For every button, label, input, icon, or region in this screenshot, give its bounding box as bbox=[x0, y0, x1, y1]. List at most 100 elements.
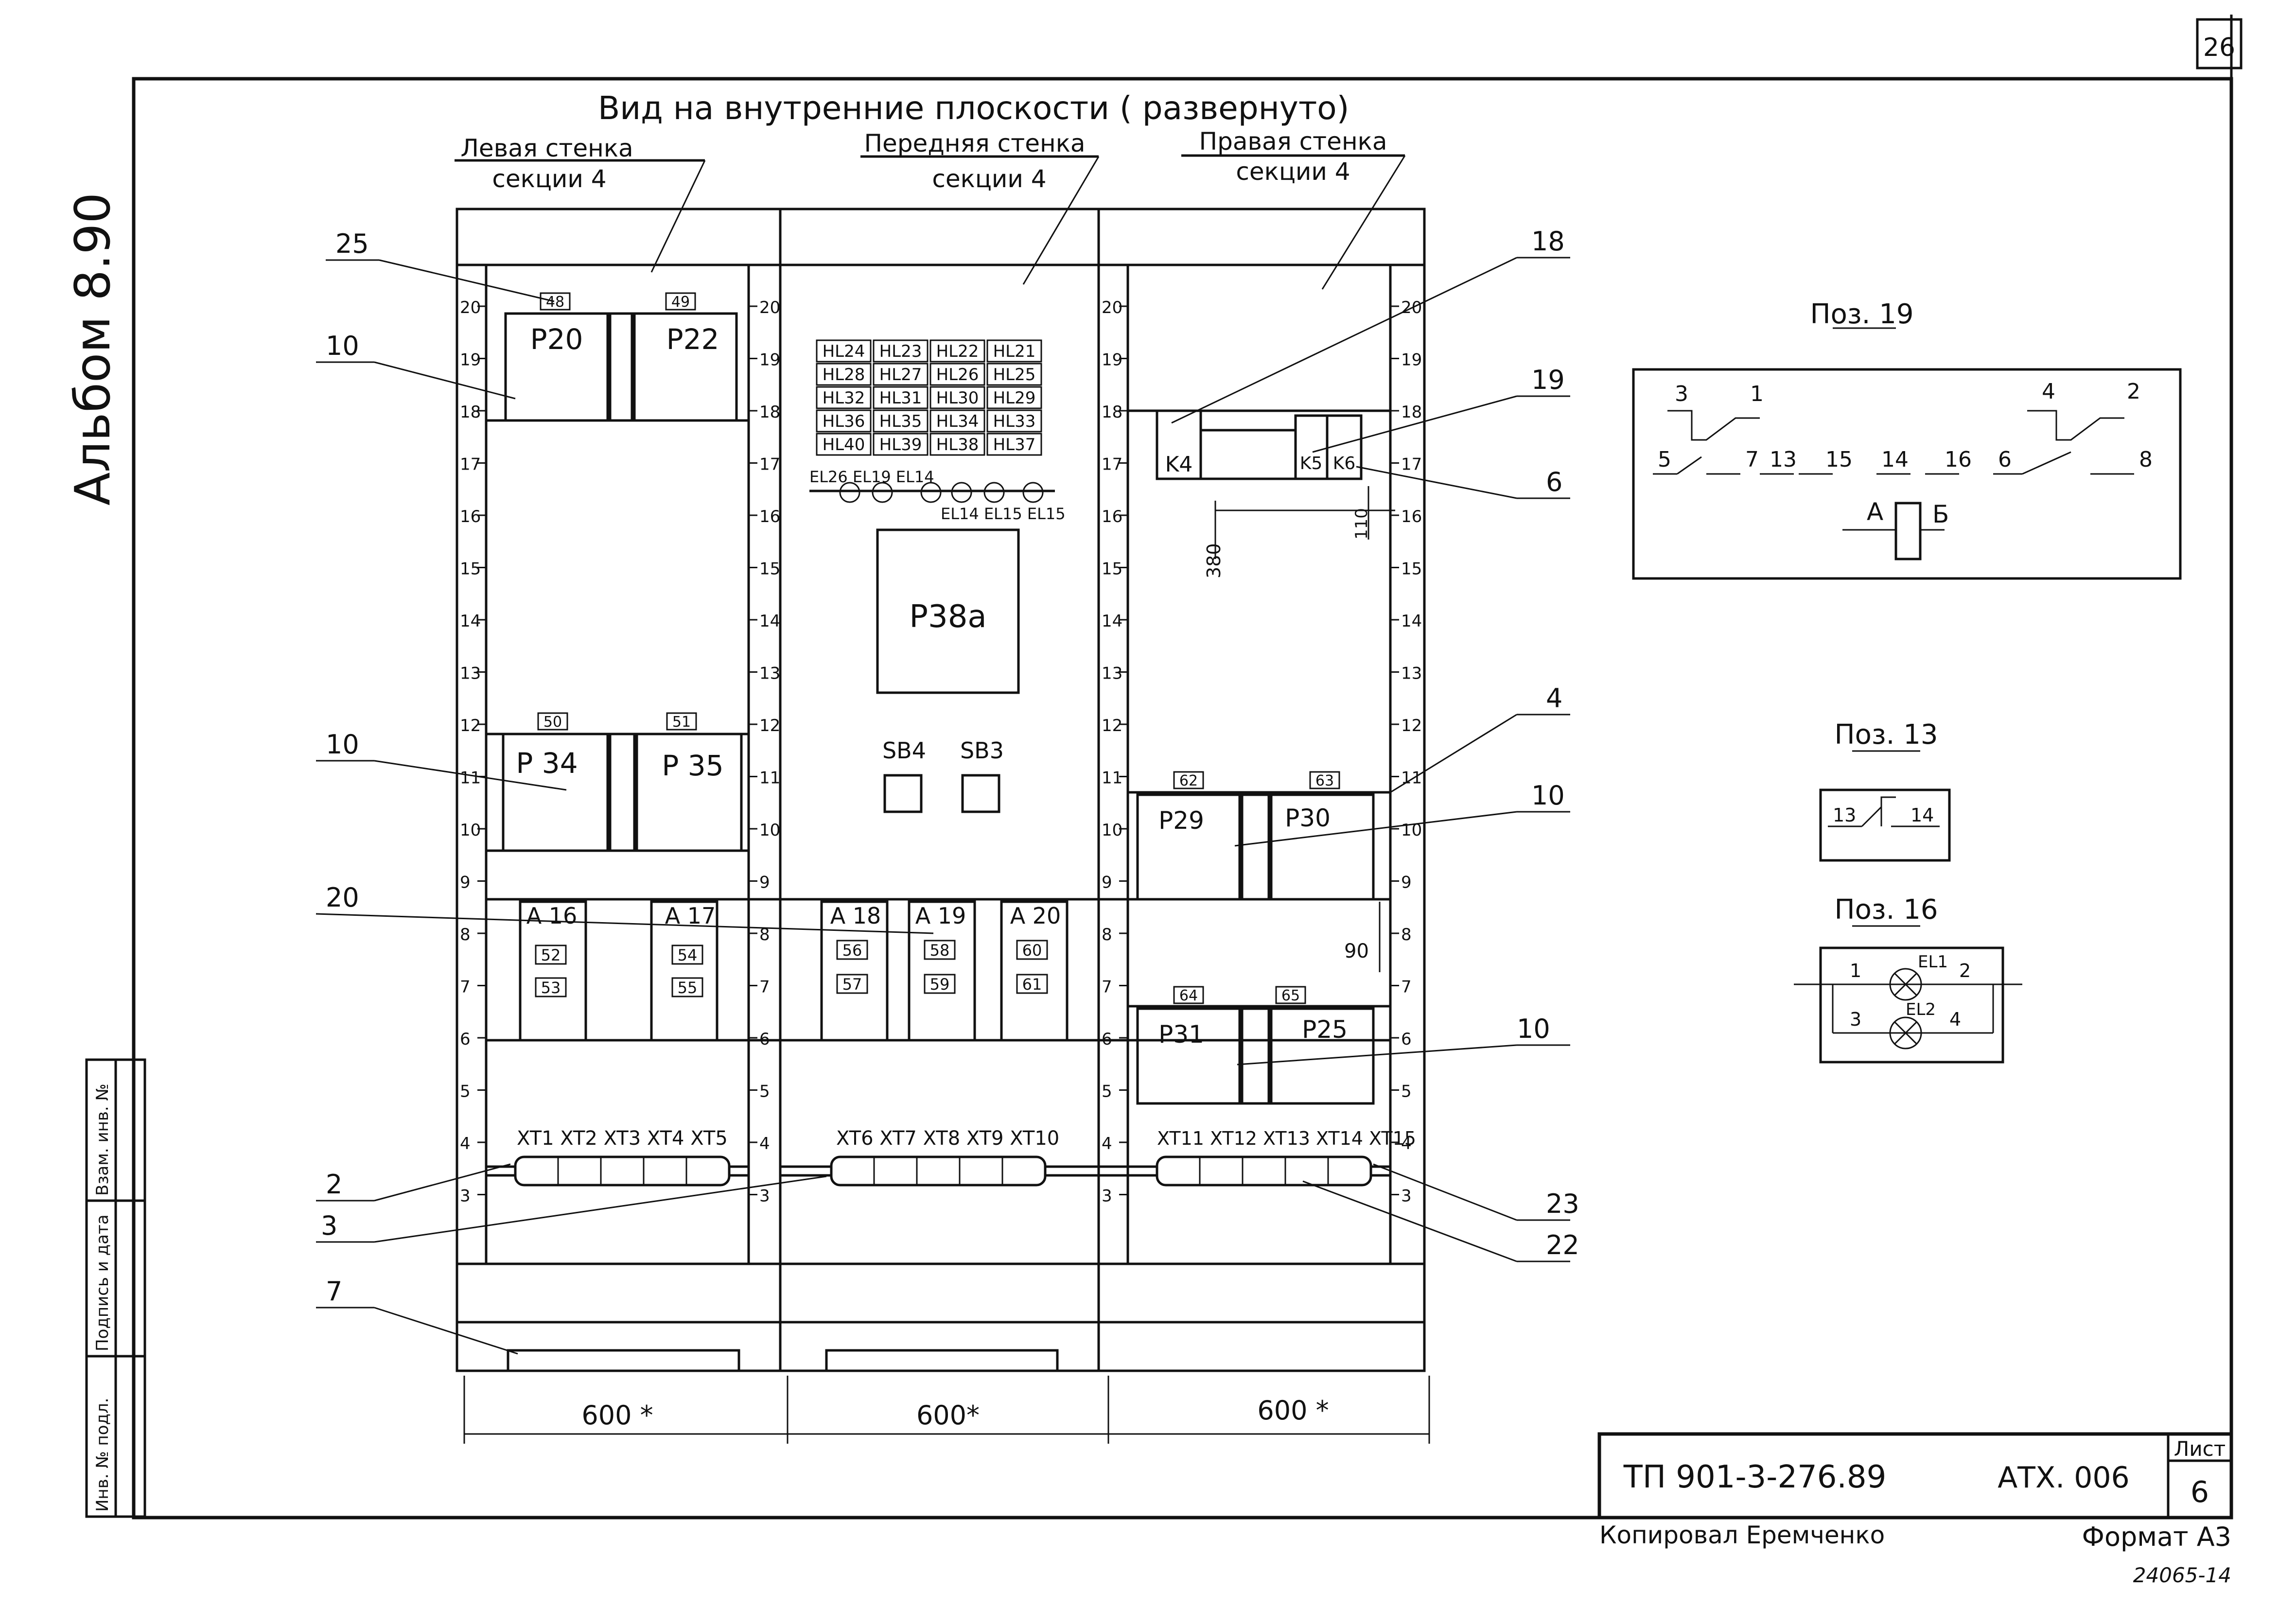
left-wall-top-devices: 48 49 P20 P22 bbox=[504, 292, 738, 422]
svg-text:4: 4 bbox=[1949, 1009, 1961, 1030]
lamp-cell bbox=[929, 339, 985, 363]
scale-number: 11 bbox=[460, 769, 481, 788]
svg-text:Поз. 19: Поз. 19 bbox=[1810, 298, 1913, 330]
svg-text:64: 64 bbox=[1179, 987, 1198, 1004]
device-p35: P 35 bbox=[662, 749, 723, 782]
scale-number: 14 bbox=[759, 612, 780, 631]
scale-number: 20 bbox=[759, 298, 780, 317]
section-header-left: Левая стенка секции 4 bbox=[455, 134, 705, 193]
lamp-label: HL22 bbox=[936, 342, 979, 361]
svg-text:А: А bbox=[1867, 498, 1883, 526]
scale-number: 13 bbox=[1401, 664, 1422, 683]
archive-number: 24065-14 bbox=[2133, 1563, 2231, 1587]
scale-number: 20 bbox=[460, 298, 481, 317]
svg-text:2: 2 bbox=[2127, 379, 2140, 404]
svg-text:EL2: EL2 bbox=[1906, 1000, 1936, 1019]
right-wall-low-devices: 64 65 P31 P25 bbox=[1136, 986, 1375, 1105]
scale-number: 6 bbox=[460, 1030, 471, 1049]
svg-text:Поз. 16: Поз. 16 bbox=[1834, 894, 1938, 926]
svg-text:48: 48 bbox=[546, 294, 564, 311]
svg-text:19: 19 bbox=[1531, 365, 1565, 395]
scale-number: 9 bbox=[759, 873, 770, 892]
scale-number: 12 bbox=[1102, 716, 1122, 735]
scale-number: 18 bbox=[759, 402, 780, 422]
tag-49 bbox=[665, 292, 696, 311]
svg-text:25: 25 bbox=[335, 228, 369, 259]
callouts: 25 10 10 20 2 3 7 18 19 bbox=[315, 155, 1579, 1355]
lamp-label: HL37 bbox=[993, 435, 1036, 454]
svg-text:16: 16 bbox=[1945, 447, 1972, 472]
left-wall-breakers: A 16 A 17 52 53 54 55 bbox=[519, 900, 719, 1042]
relay-k4: K4 bbox=[1165, 452, 1193, 477]
relay-k6: K6 bbox=[1333, 454, 1356, 473]
lamp-label: HL35 bbox=[879, 412, 922, 431]
scale-number: 8 bbox=[460, 925, 471, 944]
svg-text:Передняя стенка: Передняя стенка bbox=[864, 129, 1085, 157]
scale-number: 19 bbox=[759, 350, 780, 370]
front-wall-terminals: XT6 XT7 XT8 XT9 XT10 bbox=[780, 1127, 1099, 1187]
scale-number: 5 bbox=[1401, 1082, 1412, 1101]
scale-number: 16 bbox=[460, 507, 481, 526]
scale-number: 13 bbox=[759, 664, 780, 683]
svg-text:49: 49 bbox=[671, 294, 690, 311]
corner-sheet-box bbox=[2196, 18, 2243, 70]
album-label: Альбом 8.90 bbox=[64, 192, 121, 506]
svg-text:20: 20 bbox=[326, 882, 359, 913]
svg-text:Левая стенка: Левая стенка bbox=[460, 134, 633, 162]
device-p25: P25 bbox=[1302, 1015, 1348, 1044]
svg-text:23: 23 bbox=[1546, 1189, 1579, 1219]
svg-text:13: 13 bbox=[1833, 804, 1856, 826]
scale-number: 4 bbox=[759, 1134, 770, 1154]
bottom-dimensions: 600 * 600* 600 * bbox=[463, 1376, 1430, 1444]
sheet-frame bbox=[132, 77, 2233, 1520]
front-wall-el-lamps: EL26 EL19 EL14 EL14 EL15 EL15 bbox=[809, 468, 1066, 523]
svg-text:10: 10 bbox=[1531, 780, 1565, 811]
svg-text:54: 54 bbox=[678, 946, 698, 964]
scale-number: 14 bbox=[1102, 612, 1122, 631]
left-wall-terminals: XT1 XT2 XT3 XT4 XT5 bbox=[486, 1127, 749, 1187]
svg-text:секции 4: секции 4 bbox=[932, 165, 1046, 193]
scale-number: 12 bbox=[759, 716, 780, 735]
lamp-cell bbox=[929, 409, 985, 433]
svg-text:4: 4 bbox=[1546, 683, 1562, 714]
svg-text:600*: 600* bbox=[916, 1400, 980, 1431]
scale-number: 4 bbox=[1401, 1134, 1412, 1154]
svg-text:55: 55 bbox=[678, 979, 698, 997]
pos19-detail: Поз. 19 3 1 4 2 5 7 13 15 14 16 6 8 А Б bbox=[1632, 298, 2182, 580]
svg-text:5: 5 bbox=[1658, 447, 1671, 472]
doc-number: ТП 901-3-276.89 bbox=[1623, 1459, 1887, 1495]
scale-number: 9 bbox=[1102, 873, 1112, 892]
svg-text:15: 15 bbox=[1825, 447, 1853, 472]
lamp-cell bbox=[816, 409, 872, 433]
lamp-cell bbox=[986, 339, 1042, 363]
lamp-cell bbox=[873, 363, 929, 386]
scale-number: 17 bbox=[1102, 455, 1122, 474]
scale-strip bbox=[1389, 263, 1426, 1265]
section-header-front: Передняя стенка секции 4 bbox=[860, 129, 1099, 193]
right-wall-relays: K4 K5 K6 380 110 bbox=[1156, 409, 1395, 578]
lamp-label: HL31 bbox=[879, 388, 922, 408]
lamp-label: HL24 bbox=[823, 342, 865, 361]
lamp-cell bbox=[873, 339, 929, 363]
scale-number: 20 bbox=[1102, 298, 1122, 317]
right-wall-mid-devices: 62 63 P29 P30 90 bbox=[1136, 771, 1381, 972]
svg-text:110: 110 bbox=[1352, 508, 1371, 540]
scale-number: 11 bbox=[1401, 769, 1422, 788]
svg-text:18: 18 bbox=[1531, 226, 1565, 257]
scale-number: 8 bbox=[1102, 925, 1112, 944]
svg-text:65: 65 bbox=[1281, 987, 1300, 1004]
svg-text:90: 90 bbox=[1344, 940, 1369, 962]
title-block: ТП 901-3-276.89 АТХ. 006 Лист 6 bbox=[1597, 1432, 2233, 1520]
lamp-label: HL33 bbox=[993, 412, 1036, 431]
scale-number: 18 bbox=[1102, 402, 1122, 422]
scale-number: 17 bbox=[460, 455, 481, 474]
lamp-label: HL21 bbox=[993, 342, 1036, 361]
scale-number: 10 bbox=[1102, 821, 1122, 840]
pos13-detail: Поз. 13 13 14 bbox=[1819, 719, 1951, 862]
svg-text:14: 14 bbox=[1910, 804, 1934, 826]
svg-text:8: 8 bbox=[2139, 447, 2153, 472]
scale-number: 10 bbox=[460, 821, 481, 840]
scale-number: 13 bbox=[460, 664, 481, 683]
scale-strips: 2019181716151413121110987654320191817161… bbox=[456, 263, 1426, 1265]
